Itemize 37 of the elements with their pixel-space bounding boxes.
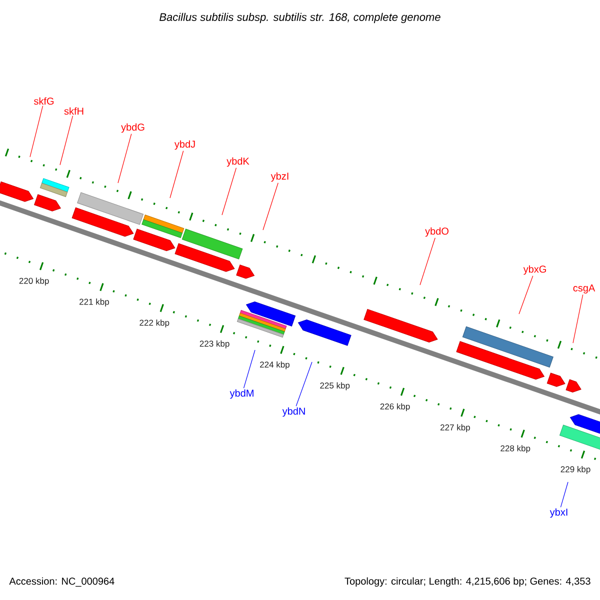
scale-label: 229 kbp <box>560 466 590 474</box>
gene-label: ybdG <box>121 123 144 133</box>
scale-label: 221 kbp <box>80 298 109 306</box>
scale-label: 223 kbp <box>200 340 230 348</box>
gene-label: ybdN <box>282 407 305 417</box>
gene-label: ybdM <box>230 389 254 399</box>
gene-label: ybxI <box>550 508 568 518</box>
scale-label: 222 kbp <box>140 319 170 328</box>
title: Bacillus subtilis subsp. subtilis str. 168, complete genome <box>160 12 440 24</box>
leader-line <box>243 350 256 388</box>
leader-line <box>518 276 534 314</box>
leader-line <box>60 116 74 166</box>
scale-label: 224 kbp <box>260 361 290 370</box>
gene-label: ybxG <box>523 265 546 275</box>
leader-line <box>222 168 237 216</box>
gene-label: ybzI <box>270 172 288 182</box>
accession-text: Accession: NC_000964 <box>9 577 114 587</box>
leader-line <box>170 150 184 198</box>
leader-line <box>572 294 584 344</box>
scale-label: 228 kbp <box>500 445 530 453</box>
leader-line <box>420 238 436 286</box>
genome-info-text: Topology: circular; Length: 4,215,606 bp; Genes: 4,353 <box>344 577 590 587</box>
leader-line <box>560 482 568 508</box>
scale-label: 226 kbp <box>380 403 410 412</box>
gene-label: skfG <box>34 97 54 105</box>
gene-label: ybdK <box>226 157 250 167</box>
gene-label: ybdO <box>425 227 448 237</box>
scale-label: 225 kbp <box>320 382 350 390</box>
leader-line <box>118 134 132 184</box>
leader-line <box>30 106 44 158</box>
gene-label: ybdJ <box>174 140 195 150</box>
gene-label: skfH <box>64 107 84 115</box>
leader-line <box>296 362 312 406</box>
gene-label: csgA <box>573 284 596 294</box>
leader-line <box>262 182 278 230</box>
scale-label: 227 kbp <box>440 424 470 432</box>
scale-label: 220 kbp <box>19 278 49 286</box>
